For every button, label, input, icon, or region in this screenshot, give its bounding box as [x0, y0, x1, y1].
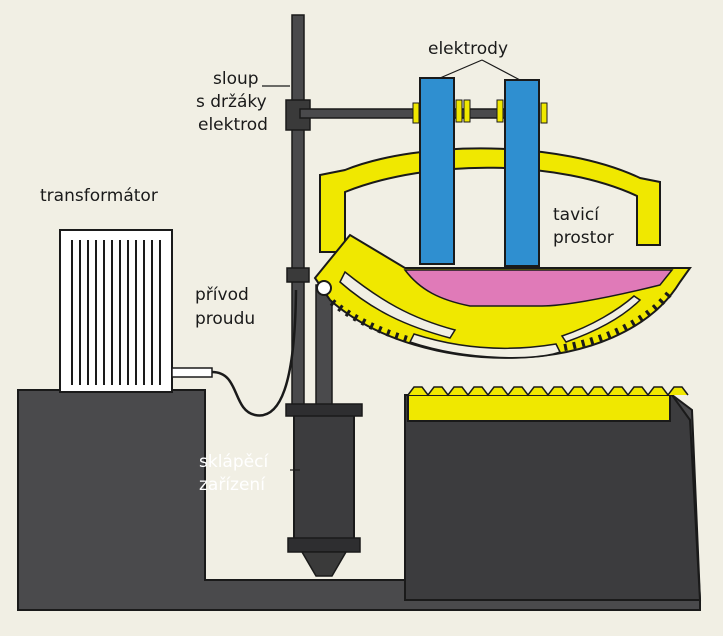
- electrode-clamp-4: [496, 99, 504, 123]
- transformer-cooling-fins: [71, 240, 161, 385]
- machine-base: [17, 389, 702, 611]
- toothed-rack: [407, 386, 689, 422]
- tilting-cylinder-nozzle: [300, 551, 348, 577]
- tilting-cylinder-foot-collar: [287, 537, 361, 553]
- column-clamp-lower: [286, 267, 310, 283]
- tilting-device: [285, 284, 363, 577]
- electrode-left: [419, 77, 455, 265]
- label-electrodes: elektrody: [428, 39, 508, 59]
- holder-arm: [299, 108, 431, 119]
- label-column-line1: sloup: [213, 69, 259, 89]
- tilting-cylinder-collar: [285, 403, 363, 417]
- tilting-rod: [315, 284, 333, 411]
- leader-electrodes-left: [439, 59, 483, 79]
- leader-lines: [262, 59, 521, 471]
- electrode-clamp-5: [540, 102, 548, 124]
- label-tilting-line2: zařízení: [199, 475, 266, 495]
- label-transformer: transformátor: [40, 186, 158, 206]
- tilting-cylinder: [293, 407, 355, 541]
- label-current-lead-line2: proudu: [195, 309, 255, 329]
- label-column-line3: elektrod: [198, 115, 268, 135]
- electrode-clamp-1: [412, 102, 420, 124]
- label-tilting-line1: sklápěcí: [199, 452, 269, 472]
- transformer-body: [59, 229, 173, 393]
- electrode-clamp-2: [455, 99, 463, 123]
- label-column-line2: s držáky: [196, 92, 267, 112]
- cradle-slot-right: [560, 295, 642, 343]
- cradle-pivot: [316, 280, 332, 296]
- label-current-lead-line1: přívod: [195, 285, 249, 305]
- label-furnace-space-line1: tavicí: [553, 205, 600, 225]
- electrodes: [412, 77, 548, 267]
- cradle-slot-left: [339, 270, 457, 339]
- leader-electrodes-right: [481, 59, 521, 81]
- electrode-clamp-3: [463, 99, 471, 123]
- transformer-terminal: [171, 367, 213, 378]
- furnace-vessel: [313, 233, 692, 359]
- electrode-right: [504, 79, 540, 267]
- molten-metal: [403, 269, 674, 307]
- cradle-slot-bottom: [408, 333, 562, 359]
- base-right-block: [404, 394, 702, 601]
- label-furnace-space-line2: prostor: [553, 228, 614, 248]
- current-lead-cable: [211, 289, 298, 417]
- transformer: [59, 229, 213, 393]
